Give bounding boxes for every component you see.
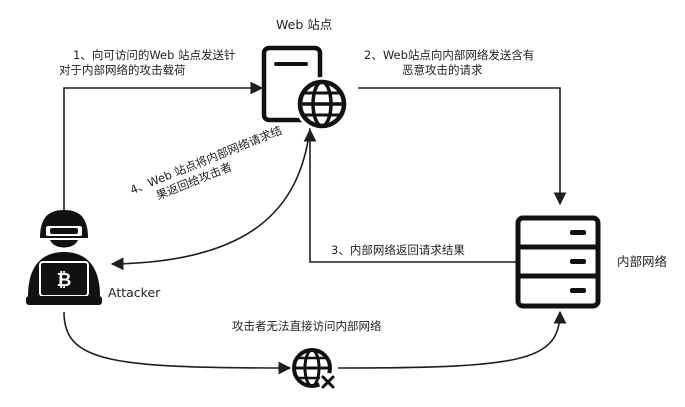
- arrow-blocked-left: [63, 311, 292, 375]
- internal-network-label: 内部网络: [617, 254, 668, 269]
- blocked-note: 攻击者无法直接访问内部网络: [232, 319, 382, 333]
- arrow-step3: [303, 128, 516, 263]
- arrow-blocked-right: [337, 310, 567, 369]
- web-server-icon: [261, 45, 349, 131]
- arrow-step2: [358, 87, 567, 206]
- step1-line1: 1、向可访问的Web 站点发送针: [73, 48, 236, 62]
- server-rack-icon: [515, 215, 601, 309]
- web-site-label: Web 站点: [276, 17, 333, 32]
- step2-text: 2、Web站点向内部网络发送含有 恶意攻击的请求: [364, 48, 534, 78]
- step1-line2: 对于内部网络的攻击载荷: [59, 63, 186, 77]
- attacker-label: Attacker: [108, 285, 161, 300]
- hacker-laptop-bitcoin-icon: ₿: [26, 210, 102, 305]
- step2-line1: 2、Web站点向内部网络发送含有: [364, 48, 535, 62]
- arrow-step1: [63, 81, 264, 210]
- step2-line2: 恶意攻击的请求: [402, 63, 483, 77]
- svg-text:₿: ₿: [57, 270, 72, 291]
- arrow-step4: [110, 127, 311, 271]
- globe-blocked-icon: [292, 348, 337, 391]
- step1-text: 1、向可访问的Web 站点发送针 对于内部网络的攻击载荷: [59, 48, 236, 78]
- step3-text: 3、内部网络返回请求结果: [331, 243, 465, 257]
